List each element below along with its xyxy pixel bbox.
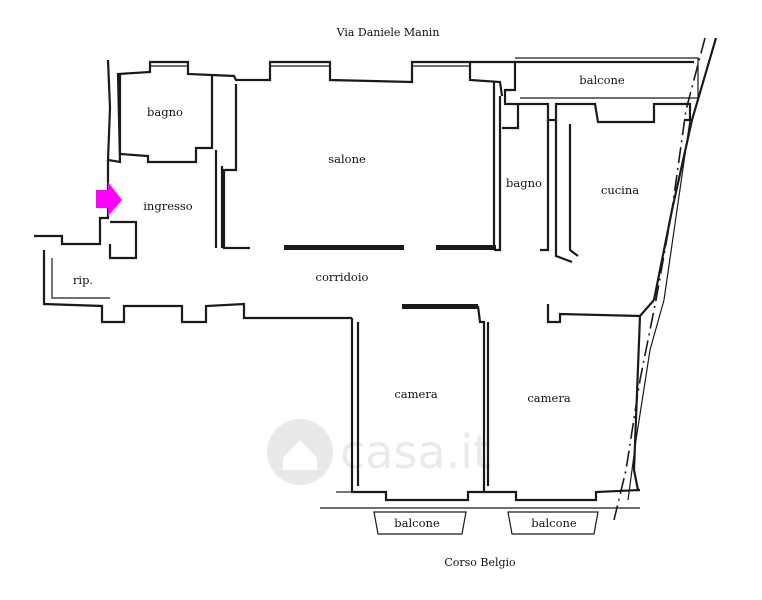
house-logo-icon: [267, 419, 333, 485]
street-top: Via Daniele Manin: [336, 26, 440, 39]
room-salone: salone: [328, 152, 366, 166]
entrance-arrow-icon: [96, 182, 122, 216]
room-bagno-left: bagno: [147, 105, 183, 119]
room-balcone-bottom-right: balcone: [531, 516, 577, 530]
room-ingresso: ingresso: [143, 199, 193, 213]
room-bagno-right: bagno: [506, 176, 542, 190]
room-cucina: cucina: [601, 183, 639, 197]
room-balcone-bottom-left: balcone: [394, 516, 440, 530]
street-bottom: Corso Belgio: [444, 556, 516, 569]
room-camera-left: camera: [394, 387, 438, 401]
walls: [34, 37, 718, 535]
room-camera-right: camera: [527, 391, 571, 405]
room-corridoio: corridoio: [316, 270, 369, 284]
watermark-text: casa.it: [340, 425, 491, 479]
room-rip: rip.: [73, 273, 93, 287]
room-balcone-top: balcone: [579, 73, 625, 87]
watermark: casa.it: [267, 419, 491, 485]
